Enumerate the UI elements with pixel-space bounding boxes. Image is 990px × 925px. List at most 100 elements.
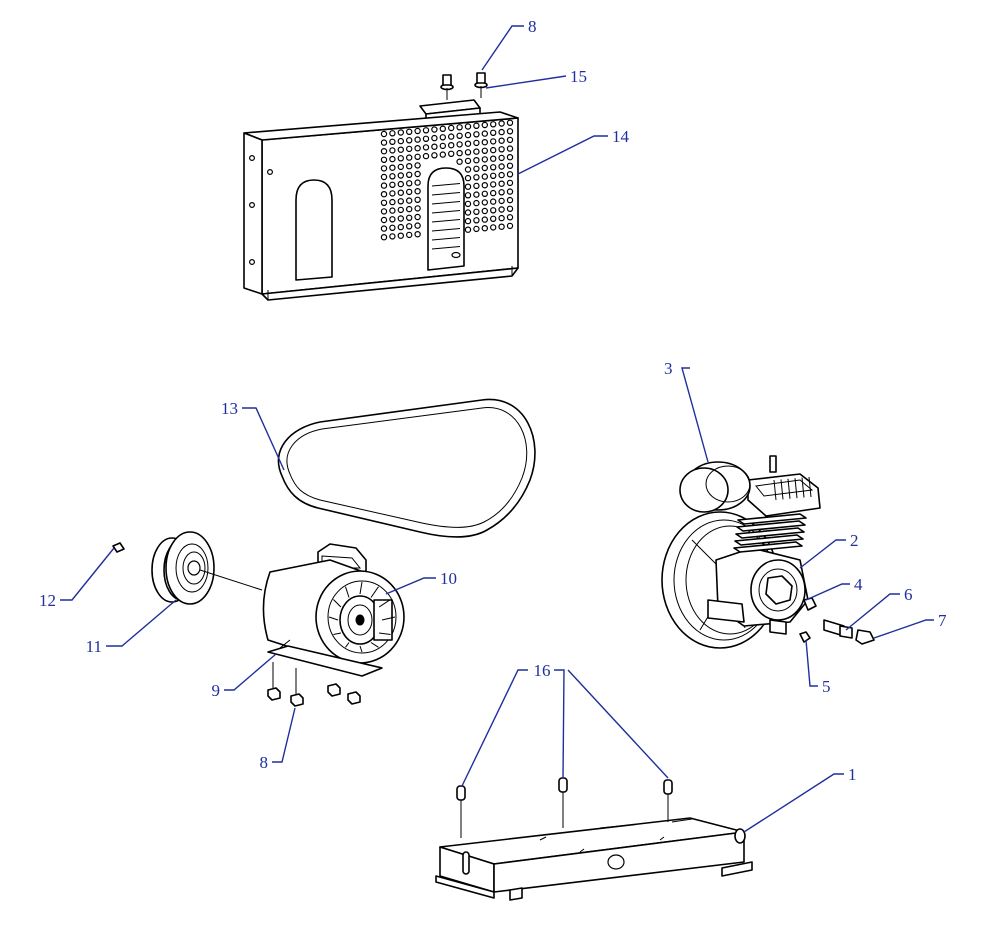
vent-hole — [448, 124, 455, 132]
motor-fin — [328, 616, 339, 621]
louver-line — [431, 183, 461, 187]
vent-hole — [406, 205, 413, 213]
v-belt-part-13 — [277, 398, 536, 538]
vent-hole — [406, 128, 413, 135]
vent-hole — [506, 119, 514, 127]
callout-number-c6: 6 — [904, 585, 913, 604]
vent-hole — [389, 233, 396, 240]
vent-hole — [431, 152, 438, 159]
head-fin — [773, 479, 777, 501]
vent-hole — [464, 217, 472, 225]
vent-hole — [431, 143, 438, 150]
vent-hole — [380, 147, 388, 155]
cylinder-fin — [736, 520, 806, 532]
vent-hole — [439, 151, 446, 158]
vent-hole — [498, 180, 505, 187]
vent-hole — [506, 162, 514, 169]
callout-leader — [481, 25, 524, 71]
vent-hole — [406, 223, 413, 230]
compressor-pump-part-3 — [661, 455, 875, 649]
vent-hole — [448, 133, 455, 140]
vent-hole — [481, 224, 488, 232]
callout-number-c1: 1 — [848, 765, 857, 784]
vent-hole — [380, 182, 388, 189]
vent-hole — [506, 136, 514, 144]
motor-fin — [379, 632, 391, 635]
vent-hole — [414, 230, 421, 238]
motor-fin — [359, 645, 363, 653]
callout-number-c10: 10 — [440, 569, 457, 588]
vent-hole — [498, 197, 505, 205]
vent-hole — [431, 134, 438, 142]
vent-hole — [473, 156, 480, 164]
vent-hole — [414, 179, 421, 186]
vent-hole — [490, 181, 497, 188]
vent-hole — [464, 149, 472, 156]
vent-hole — [406, 145, 413, 153]
vent-hole — [464, 174, 472, 182]
vent-hole — [414, 222, 421, 229]
vent-hole — [397, 206, 404, 214]
callout-number-c2: 2 — [850, 531, 859, 550]
callout-leader — [385, 577, 436, 595]
cylinder-fin — [733, 541, 803, 553]
cylinder-fin — [737, 513, 807, 525]
vent-hole — [473, 182, 480, 190]
vent-hole — [422, 144, 430, 151]
vent-hole — [414, 205, 421, 212]
callout-number-c13: 13 — [221, 399, 238, 418]
vent-hole — [397, 129, 404, 136]
vent-hole — [481, 199, 488, 206]
head-fin — [780, 479, 784, 500]
vent-hole — [498, 171, 505, 179]
callout-leader — [805, 639, 818, 687]
louver-line — [431, 237, 461, 241]
vent-hole — [389, 216, 396, 223]
vent-hole — [414, 136, 421, 143]
head-fin — [801, 477, 805, 498]
vent-hole — [490, 129, 497, 136]
callout-number-c7: 7 — [938, 611, 947, 630]
vent-hole — [439, 142, 446, 150]
vent-hole — [389, 173, 396, 180]
callout-number-c5: 5 — [822, 677, 831, 696]
vent-hole — [414, 170, 421, 178]
callout-number-c8b: 8 — [260, 753, 269, 772]
vent-hole — [414, 196, 421, 203]
vent-hole — [481, 138, 488, 146]
vent-hole — [490, 138, 497, 145]
vent-hole — [473, 122, 480, 130]
vent-hole — [506, 188, 514, 195]
vent-hole — [397, 232, 404, 239]
vent-hole — [406, 197, 413, 204]
vent-hole — [422, 152, 430, 160]
louver-line — [431, 219, 461, 223]
callout-number-c4: 4 — [854, 575, 863, 594]
vent-hole — [439, 134, 446, 141]
vent-hole — [498, 146, 505, 153]
vent-hole — [389, 198, 396, 206]
louver-line — [431, 246, 461, 250]
vent-hole — [414, 187, 421, 195]
vent-hole — [498, 137, 505, 144]
vent-hole — [397, 198, 404, 205]
key-part-12 — [112, 542, 125, 553]
vent-hole — [506, 153, 514, 161]
vent-hole — [490, 207, 497, 214]
electric-motor-part-10 — [262, 543, 405, 707]
head-fin — [808, 476, 812, 498]
motor-fins — [328, 581, 396, 653]
vent-hole — [506, 205, 514, 212]
vent-hole — [414, 162, 421, 169]
vent-hole — [414, 127, 421, 135]
vent-hole — [506, 179, 514, 187]
callout-leader — [485, 75, 567, 89]
vent-hole — [498, 154, 505, 162]
vent-hole — [389, 155, 396, 163]
vent-hole — [439, 125, 446, 133]
motor-fin — [345, 642, 350, 648]
base-slot — [671, 818, 693, 823]
motor-nuts-part-8 — [267, 662, 361, 707]
vent-hole — [397, 223, 404, 231]
